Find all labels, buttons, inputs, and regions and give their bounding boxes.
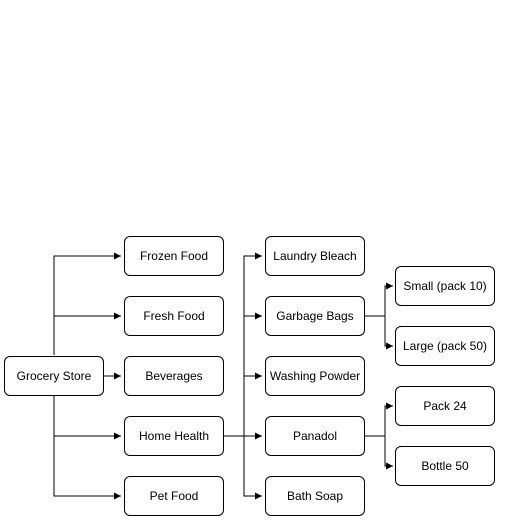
node-grocery-store[interactable]: Grocery Store [4, 356, 104, 396]
node-washing-powder[interactable]: Washing Powder [265, 356, 365, 396]
node-laundry-bleach[interactable]: Laundry Bleach [265, 236, 365, 276]
node-pet-food[interactable]: Pet Food [124, 476, 224, 516]
node-bottle-50[interactable]: Bottle 50 [395, 446, 495, 486]
edge-garbage-bags-small [365, 282, 393, 317]
node-beverages[interactable]: Beverages [124, 356, 224, 396]
node-fresh-food[interactable]: Fresh Food [124, 296, 224, 336]
node-panadol[interactable]: Panadol [265, 416, 365, 456]
edge-garbage-bags-large [384, 316, 393, 350]
edge-grocery-pet-food [53, 396, 121, 500]
node-frozen-food[interactable]: Frozen Food [124, 236, 224, 276]
edge-panadol-pack-24 [365, 402, 393, 437]
node-bath-soap[interactable]: Bath Soap [265, 476, 365, 516]
edge-home-health-bath-soap [243, 436, 262, 500]
edge-grocery-frozen-food [53, 252, 121, 355]
node-home-health[interactable]: Home Health [124, 416, 224, 456]
edge-home-health-laundry-bleach [224, 252, 262, 437]
edge-grocery-home-health [53, 396, 121, 440]
edge-panadol-bottle-50 [384, 436, 393, 470]
node-large-pack-50[interactable]: Large (pack 50) [395, 326, 495, 366]
node-garbage-bags[interactable]: Garbage Bags [265, 296, 365, 336]
node-pack-24[interactable]: Pack 24 [395, 386, 495, 426]
node-small-pack-10[interactable]: Small (pack 10) [395, 266, 495, 306]
edge-grocery-fresh-food [53, 312, 121, 355]
